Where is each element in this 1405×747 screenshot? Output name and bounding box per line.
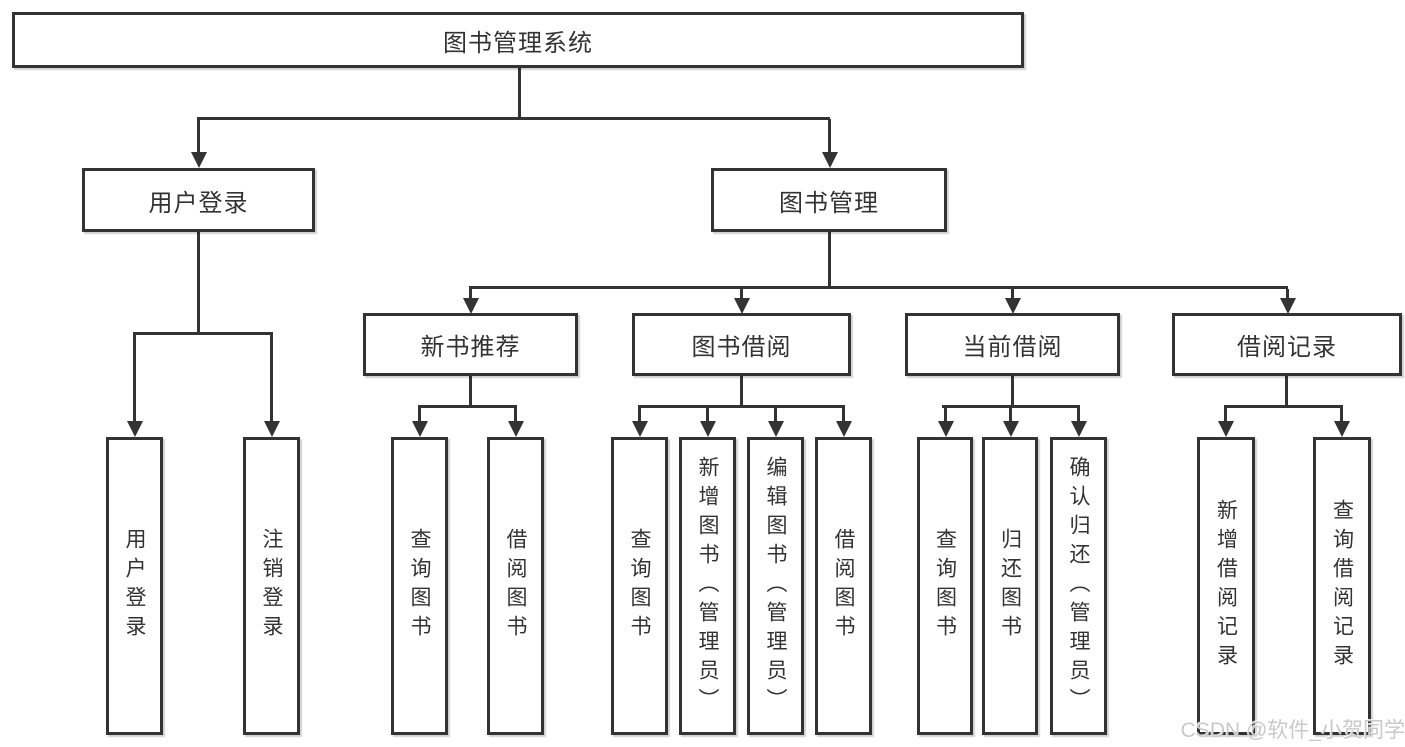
node-library-management-system: 图书管理系统 bbox=[12, 12, 1024, 68]
leaf-label: 新增借阅记录 bbox=[1214, 499, 1238, 673]
node-label: 图书借阅 bbox=[691, 334, 792, 361]
arrow-down-icon bbox=[774, 408, 777, 421]
arrow-down-icon bbox=[1011, 289, 1014, 298]
leaf-return-books: 归还图书 bbox=[982, 437, 1038, 735]
leaf-query-books-1: 查询图书 bbox=[391, 437, 448, 735]
arrow-down-icon bbox=[1286, 289, 1289, 298]
leaf-label: 用户登录 bbox=[123, 528, 146, 644]
leaf-label: 确认归还（管理员） bbox=[1067, 455, 1090, 717]
arrow-down-icon bbox=[842, 408, 845, 421]
arrow-down-icon bbox=[133, 335, 136, 421]
leaf-add-borrow-record: 新增借阅记录 bbox=[1197, 437, 1255, 735]
leaf-label: 借阅图书 bbox=[504, 528, 527, 644]
node-book-management: 图书管理 bbox=[711, 168, 947, 232]
connector-group-branch bbox=[942, 405, 1080, 408]
leaf-user-login: 用户登录 bbox=[106, 437, 163, 735]
node-new-book-recommend: 新书推荐 bbox=[363, 313, 578, 376]
arrow-down-icon bbox=[270, 335, 273, 421]
node-label: 用户登录 bbox=[148, 189, 249, 217]
connector-level2-branch bbox=[197, 117, 830, 120]
leaf-label: 查询图书 bbox=[628, 528, 651, 644]
arrow-down-icon bbox=[638, 408, 641, 421]
leaf-query-books-3: 查询图书 bbox=[917, 437, 973, 735]
leaf-add-book-admin: 新增图书（管理员） bbox=[679, 437, 736, 735]
leaf-borrow-books-2: 借阅图书 bbox=[815, 437, 872, 735]
arrow-down-icon bbox=[197, 119, 200, 152]
arrow-down-icon bbox=[740, 289, 743, 298]
connector-user-login-branch bbox=[133, 332, 273, 335]
leaf-label: 新增图书（管理员） bbox=[696, 455, 719, 717]
leaf-edit-book-admin: 编辑图书（管理员） bbox=[747, 437, 804, 735]
arrow-down-icon bbox=[828, 119, 831, 152]
leaf-label: 查询借阅记录 bbox=[1330, 499, 1354, 673]
node-label: 当前借阅 bbox=[962, 334, 1063, 361]
leaf-query-books-2: 查询图书 bbox=[611, 437, 668, 735]
connector-root-stem bbox=[518, 66, 521, 120]
arrow-down-icon bbox=[1340, 408, 1343, 421]
connector-group-stem bbox=[469, 376, 472, 408]
leaf-confirm-return-admin: 确认归还（管理员） bbox=[1050, 437, 1107, 735]
connector-user-login-stem bbox=[197, 232, 200, 335]
leaf-label: 查询图书 bbox=[408, 528, 431, 644]
node-label: 新书推荐 bbox=[420, 334, 521, 361]
leaf-label: 编辑图书（管理员） bbox=[764, 455, 787, 717]
connector-book-mgmt-stem bbox=[828, 232, 831, 289]
watermark: CSDN @软件_小贺同学 bbox=[1180, 719, 1405, 742]
arrow-down-icon bbox=[469, 289, 472, 298]
connector-level3-branch bbox=[469, 286, 1288, 289]
leaf-label: 注销登录 bbox=[260, 528, 283, 644]
connector-group-branch bbox=[418, 405, 517, 408]
arrow-down-icon bbox=[514, 408, 517, 421]
leaf-logout: 注销登录 bbox=[243, 437, 300, 735]
connector-group-stem bbox=[740, 376, 743, 408]
node-book-borrowing: 图书借阅 bbox=[632, 313, 851, 376]
node-label: 图书管理系统 bbox=[443, 29, 593, 57]
leaf-label: 查询图书 bbox=[933, 528, 957, 644]
arrow-down-icon bbox=[1224, 408, 1227, 421]
arrow-down-icon bbox=[1077, 408, 1080, 421]
connector-group-branch bbox=[1224, 405, 1343, 408]
connector-group-stem bbox=[1011, 376, 1014, 408]
connector-group-stem bbox=[1285, 376, 1288, 408]
leaf-borrow-books-1: 借阅图书 bbox=[487, 437, 544, 735]
arrow-down-icon bbox=[706, 408, 709, 421]
node-label: 借阅记录 bbox=[1237, 334, 1337, 361]
arrow-down-icon bbox=[944, 408, 947, 421]
node-user-login: 用户登录 bbox=[82, 168, 315, 232]
leaf-label: 归还图书 bbox=[998, 528, 1022, 644]
node-label: 图书管理 bbox=[779, 189, 879, 217]
arrow-down-icon bbox=[418, 408, 421, 421]
arrow-down-icon bbox=[1009, 408, 1012, 421]
node-borrow-records: 借阅记录 bbox=[1172, 313, 1402, 376]
leaf-label: 借阅图书 bbox=[832, 528, 855, 644]
leaf-query-borrow-record: 查询借阅记录 bbox=[1313, 437, 1371, 735]
connector-group-branch bbox=[638, 405, 845, 408]
node-current-borrowing: 当前借阅 bbox=[905, 313, 1120, 376]
